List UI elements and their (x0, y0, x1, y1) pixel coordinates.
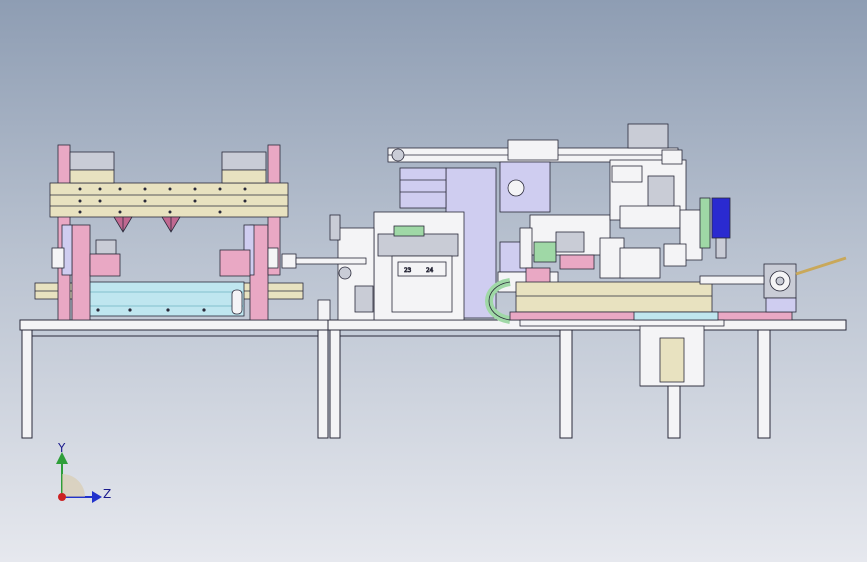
y-axis-label: Y (57, 441, 66, 455)
part-label-23: 23 (404, 267, 412, 274)
left-table (19, 319, 329, 439)
axis-triad: Y Z (56, 441, 111, 503)
x-axis-dot-icon (58, 493, 66, 501)
z-axis-label: Z (103, 487, 111, 501)
y-axis-arrow-icon (56, 452, 68, 464)
right-table (327, 319, 847, 439)
left-gantry (34, 144, 304, 321)
part-label-24: 24 (426, 267, 434, 274)
axis-plane-quadrant (62, 474, 85, 497)
z-axis-arrow-icon (92, 491, 102, 503)
center-assembly: 23 24 (295, 123, 847, 387)
